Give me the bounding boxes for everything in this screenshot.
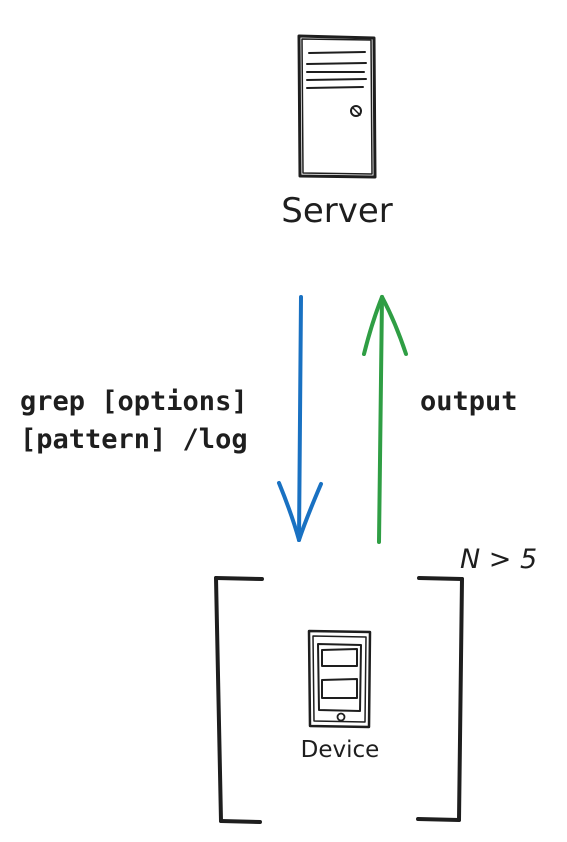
server-tower-icon [297, 34, 377, 179]
response-label: output [420, 386, 518, 417]
request-arrow [277, 295, 323, 542]
device-label: Device [301, 737, 380, 763]
group-annotation: N > 5 [460, 544, 537, 575]
request-label-line1: grep [options] [20, 386, 248, 417]
server-label: Server [281, 191, 393, 231]
request-label-line2: [pattern] /log [20, 424, 248, 455]
group-bracket-left [214, 576, 264, 824]
group-bracket-right [416, 576, 464, 822]
response-arrow [362, 295, 408, 544]
mobile-device-icon [307, 629, 372, 729]
